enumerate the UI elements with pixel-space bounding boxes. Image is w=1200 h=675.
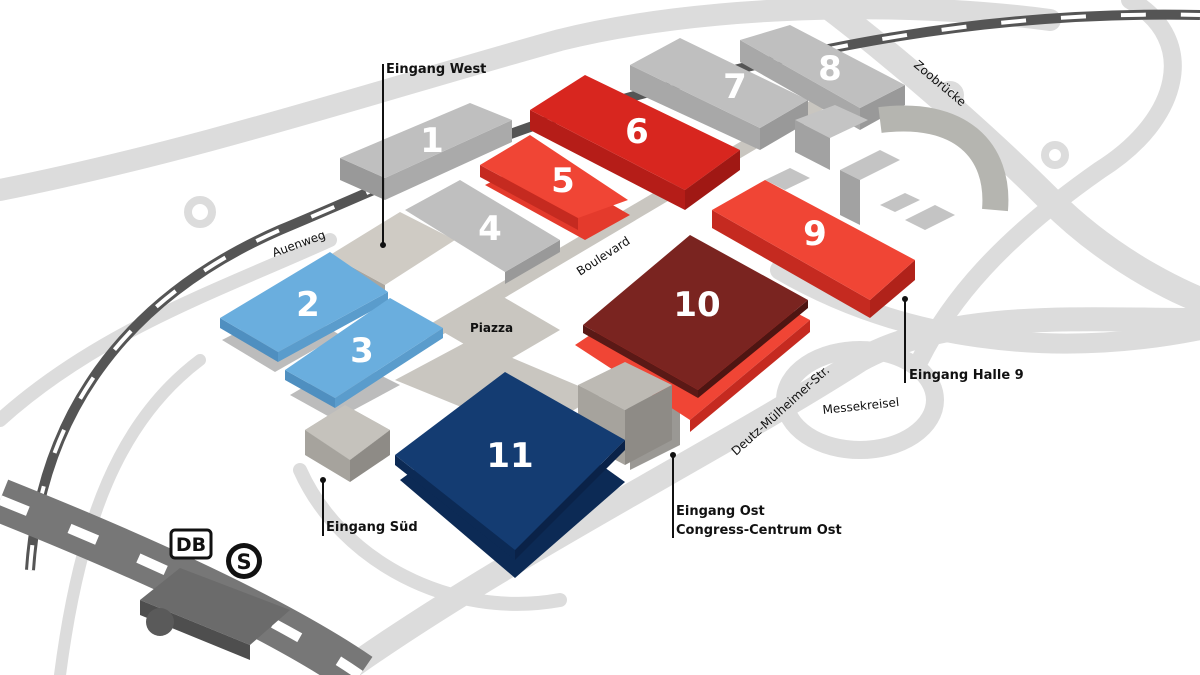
hall-4[interactable]: 4 <box>405 180 560 284</box>
hall-label: 7 <box>723 67 747 107</box>
messekreisel-label: Messekreisel <box>822 395 900 417</box>
hall-label: 9 <box>803 214 827 254</box>
hall-9[interactable]: 9 <box>712 180 915 318</box>
hall-6[interactable]: 6 <box>530 75 740 210</box>
entrance-ost-marker <box>670 452 676 458</box>
entrance-halle9-label: Eingang Halle 9 <box>909 368 1024 383</box>
messekreisel-ring <box>776 341 944 459</box>
entrance-sued-marker <box>320 477 326 483</box>
piazza-label: Piazza <box>470 321 513 335</box>
entrance-halle9-marker <box>902 296 908 302</box>
entrance-ost-label: Eingang Ost <box>676 504 765 519</box>
hall-5[interactable]: 5 <box>480 135 630 240</box>
station-building <box>140 568 290 660</box>
hall-label: 11 <box>486 436 533 476</box>
leader-sued <box>322 480 324 536</box>
hall-label: 3 <box>350 331 374 371</box>
entrance-sued-label: Eingang Süd <box>326 520 418 535</box>
hall-label: 1 <box>420 121 444 161</box>
leader-ost <box>672 455 674 538</box>
entrance-west-marker <box>380 242 386 248</box>
hall-11[interactable]: 11 <box>395 372 625 578</box>
outer-road <box>0 0 1061 201</box>
sbahn-logo-text: S <box>236 550 251 574</box>
hall-label: 10 <box>673 285 720 325</box>
db-logo: DB <box>169 528 213 560</box>
hall-label: 8 <box>818 49 842 89</box>
zoo-ramp <box>911 0 1182 369</box>
zoobruecke-road <box>807 0 1200 313</box>
service-buildings <box>765 105 1009 230</box>
deutz-road <box>328 307 1200 675</box>
hall-7[interactable]: 7 <box>630 38 808 150</box>
hall-3[interactable]: 3 <box>285 298 443 420</box>
leader-west <box>382 64 384 245</box>
congress-centrum-ost-label: Congress-Centrum Ost <box>676 523 842 538</box>
hall-label: 4 <box>478 209 502 249</box>
sbahn-logo: S <box>226 543 262 579</box>
hall-2[interactable]: 2 <box>220 252 388 372</box>
db-logo-text: DB <box>176 534 206 556</box>
leader-halle9 <box>904 299 906 383</box>
hall-label: 5 <box>551 161 575 201</box>
entrance-south-building <box>305 405 390 482</box>
hall-label: 2 <box>296 285 320 325</box>
hall-label: 6 <box>625 112 649 152</box>
entrance-west-label: Eingang West <box>386 62 487 77</box>
